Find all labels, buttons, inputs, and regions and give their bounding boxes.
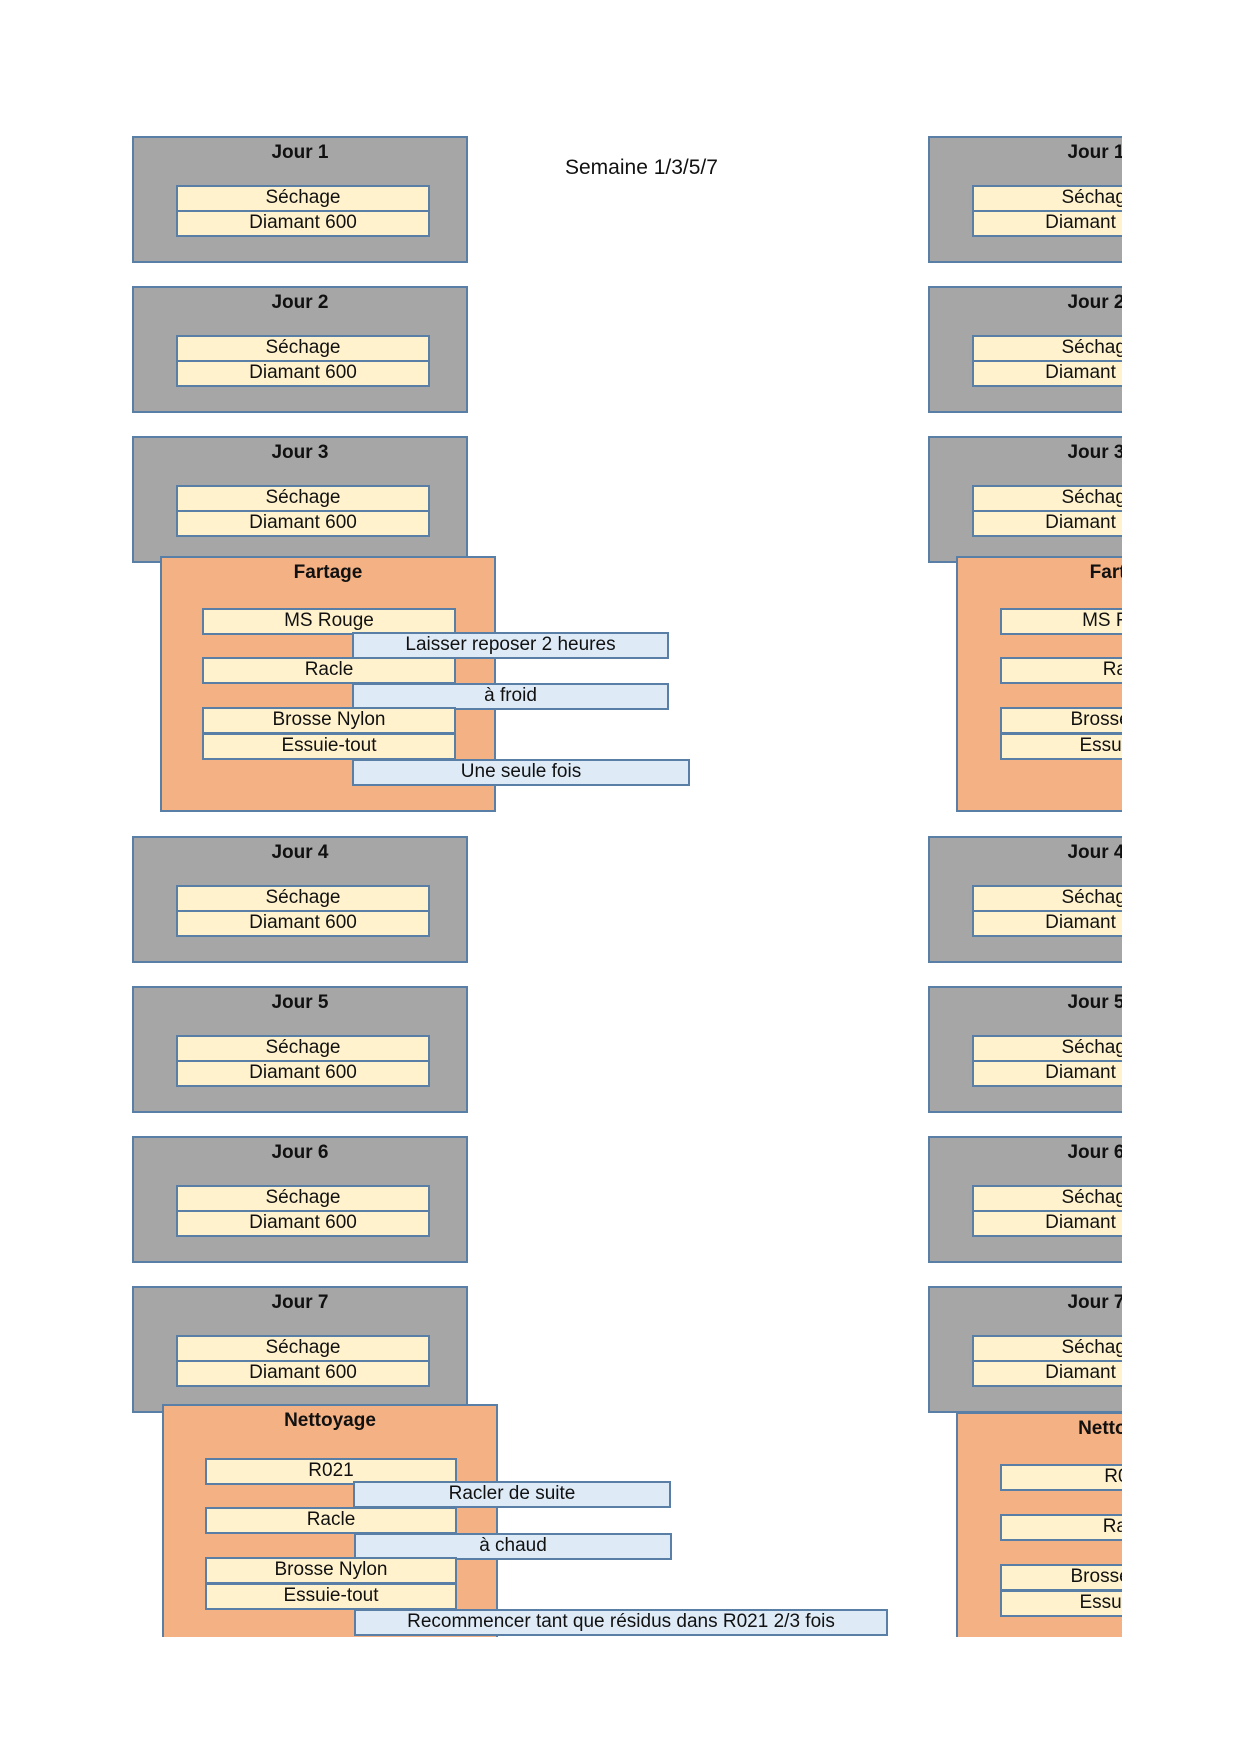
day-title: Jour 1	[271, 142, 329, 163]
step-diamant: Diamant 600	[972, 910, 1122, 937]
step-sechage: Séchage	[972, 185, 1122, 212]
nettoyage-box-right: Nettoyage R021 Racle Brosse Nylon Essuie…	[956, 1412, 1122, 1637]
fartage-step-racle: Racle	[1000, 657, 1122, 684]
nettoyage-step-racle: Racle	[1000, 1514, 1122, 1541]
step-sechage: Séchage	[176, 185, 430, 212]
step-diamant: Diamant 600	[972, 510, 1122, 537]
nettoyage-step-brosse: Brosse Nylon	[1000, 1564, 1122, 1591]
week-heading: Semaine 1/3/5/7	[565, 156, 718, 179]
nettoyage-step-r021: R021	[1000, 1464, 1122, 1491]
step-sechage: Séchage	[972, 1185, 1122, 1212]
step-diamant: Diamant 600	[972, 1360, 1122, 1387]
step-diamant: Diamant 600	[972, 210, 1122, 237]
step-diamant: Diamant 600	[176, 210, 430, 237]
step-sechage: Séchage	[972, 335, 1122, 362]
day-box-6: Jour 6 Séchage Diamant 600	[132, 1136, 468, 1263]
step-sechage: Séchage	[972, 485, 1122, 512]
fartage-step-brosse: Brosse Nylon	[202, 707, 456, 734]
day-title: Jour 2	[271, 292, 329, 313]
step-diamant: Diamant 600	[972, 1060, 1122, 1087]
nettoyage-step-brosse: Brosse Nylon	[205, 1557, 457, 1584]
day-title: Jour 3	[1067, 442, 1122, 463]
day-box-2-right: Jour 2 Séchage Diamant 600	[928, 286, 1122, 413]
step-diamant: Diamant 600	[176, 1210, 430, 1237]
fartage-box-right: Fartage MS Rouge Racle Brosse Nylon Essu…	[956, 556, 1122, 812]
day-title: Jour 2	[1067, 292, 1122, 313]
day-box-4-right: Jour 4 Séchage Diamant 600	[928, 836, 1122, 963]
nettoyage-title: Nettoyage	[284, 1410, 376, 1431]
fartage-title: Fartage	[1089, 562, 1122, 583]
nettoyage-note-chaud: à chaud	[354, 1533, 672, 1560]
day-box-6-right: Jour 6 Séchage Diamant 600	[928, 1136, 1122, 1263]
step-diamant: Diamant 600	[176, 360, 430, 387]
step-diamant: Diamant 600	[972, 1210, 1122, 1237]
fartage-step-essuie: Essuie-tout	[202, 733, 456, 760]
step-diamant: Diamant 600	[176, 1060, 430, 1087]
day-box-4: Jour 4 Séchage Diamant 600	[132, 836, 468, 963]
step-sechage: Séchage	[972, 1335, 1122, 1362]
day-box-5-right: Jour 5 Séchage Diamant 600	[928, 986, 1122, 1113]
step-diamant: Diamant 600	[972, 360, 1122, 387]
day-box-7-right: Jour 7 Séchage Diamant 600	[928, 1286, 1122, 1413]
step-sechage: Séchage	[176, 1335, 430, 1362]
day-box-1: Jour 1 Séchage Diamant 600	[132, 136, 468, 263]
day-title: Jour 1	[1067, 142, 1122, 163]
day-box-2: Jour 2 Séchage Diamant 600	[132, 286, 468, 413]
step-diamant: Diamant 600	[176, 1360, 430, 1387]
nettoyage-note-racler: Racler de suite	[353, 1481, 671, 1508]
fartage-step-essuie: Essuie-tout	[1000, 733, 1122, 760]
fartage-step-racle: Racle	[202, 657, 456, 684]
content-area: Jour 1 Séchage Diamant 600 Jour 2 Séchag…	[0, 0, 1122, 1637]
nettoyage-note-recommencer: Recommencer tant que résidus dans R021 2…	[354, 1609, 888, 1636]
day-box-5: Jour 5 Séchage Diamant 600	[132, 986, 468, 1113]
day-title: Jour 4	[271, 842, 329, 863]
right-column: Jour 1 Séchage Diamant 600 Jour 2 Séchag…	[0, 0, 1122, 1637]
nettoyage-step-r021: R021	[205, 1458, 457, 1485]
fartage-step-ms-rouge: MS Rouge	[1000, 608, 1122, 635]
day-title: Jour 4	[1067, 842, 1122, 863]
nettoyage-title: Nettoyage	[1078, 1418, 1122, 1439]
day-title: Jour 7	[271, 1292, 329, 1313]
step-diamant: Diamant 600	[176, 910, 430, 937]
left-column: Jour 1 Séchage Diamant 600 Jour 2 Séchag…	[0, 0, 888, 1637]
fartage-note-une-fois: Une seule fois	[352, 759, 690, 786]
fartage-note-froid: à froid	[352, 683, 669, 710]
day-title: Jour 7	[1067, 1292, 1122, 1313]
day-title: Jour 6	[271, 1142, 329, 1163]
day-box-3: Jour 3 Séchage Diamant 600	[132, 436, 468, 563]
day-title: Jour 5	[271, 992, 329, 1013]
step-sechage: Séchage	[972, 1035, 1122, 1062]
fartage-title: Fartage	[293, 562, 363, 583]
day-box-1-right: Jour 1 Séchage Diamant 600	[928, 136, 1122, 263]
fartage-note-reposer: Laisser reposer 2 heures	[352, 632, 669, 659]
nettoyage-step-essuie: Essuie-tout	[1000, 1590, 1122, 1617]
step-sechage: Séchage	[972, 885, 1122, 912]
nettoyage-step-racle: Racle	[205, 1507, 457, 1534]
fartage-step-brosse: Brosse Nylon	[1000, 707, 1122, 734]
day-title: Jour 3	[271, 442, 329, 463]
fartage-step-ms-rouge: MS Rouge	[202, 608, 456, 635]
day-box-3-right: Jour 3 Séchage Diamant 600	[928, 436, 1122, 563]
nettoyage-step-essuie: Essuie-tout	[205, 1583, 457, 1610]
day-title: Jour 6	[1067, 1142, 1122, 1163]
step-diamant: Diamant 600	[176, 510, 430, 537]
day-title: Jour 5	[1067, 992, 1122, 1013]
